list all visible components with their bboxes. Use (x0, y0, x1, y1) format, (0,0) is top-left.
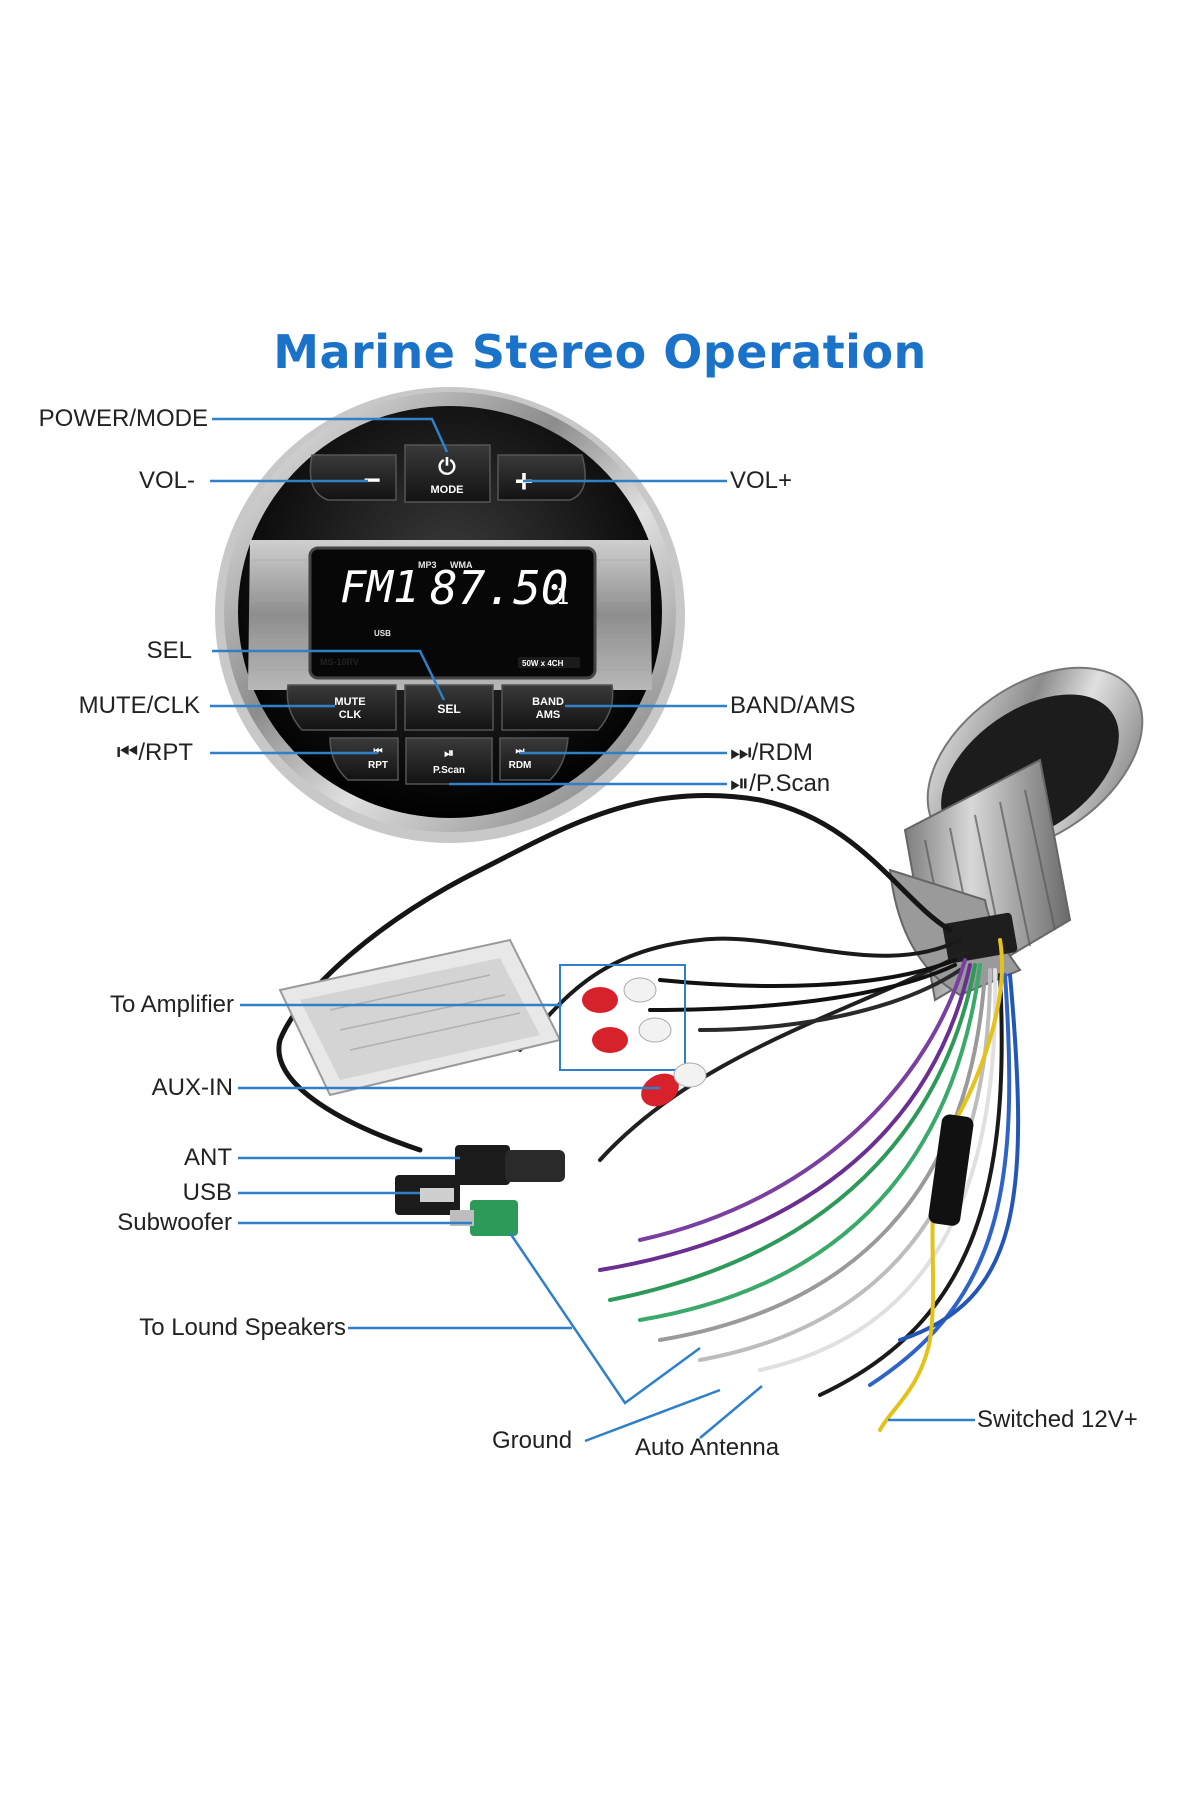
label-play-pscan: ⏯/P.Scan (730, 770, 831, 797)
lcd-preset: 1 (556, 585, 569, 610)
sel-text: SEL (437, 702, 460, 716)
mute-clk-button[interactable]: MUTE CLK (286, 684, 397, 731)
vol-plus-button[interactable]: + (497, 454, 586, 501)
instruction-booklet (278, 938, 562, 1097)
stereo-head-unit: MP3 WMA FM1 87.50 1 USB MS-10RV 50W x 4C… (215, 387, 685, 843)
next-track-icon: ⏭ (516, 746, 525, 757)
power-icon: ⏻ (438, 454, 456, 479)
play-pscan-button[interactable]: ⏯ P.Scan (405, 737, 493, 785)
lcd-band: FM1 (340, 562, 419, 613)
prev-rpt-button[interactable]: ⏮ RPT (329, 737, 399, 781)
vol-minus-button[interactable]: − (309, 454, 397, 501)
antenna-plug (455, 1145, 510, 1185)
label-to-speakers: To Lound Speakers (139, 1314, 346, 1341)
label-sel: SEL (146, 637, 192, 664)
label-auto-antenna: Auto Antenna (635, 1434, 780, 1461)
label-subwoofer: Subwoofer (117, 1209, 232, 1236)
callout-ground (584, 1388, 721, 1443)
diagram-title: Marine Stereo Operation (273, 325, 927, 379)
callout-speakers-bracket (508, 1232, 701, 1405)
callout-auto-antenna (699, 1385, 763, 1439)
play-pause-icon: ⏯ (444, 746, 454, 760)
mute-text: MUTE (334, 696, 365, 708)
label-mute-clk: MUTE/CLK (78, 692, 200, 719)
wire-harness (276, 792, 1021, 1432)
label-to-amplifier: To Amplifier (109, 991, 234, 1018)
lcd-tag-usb: USB (374, 629, 391, 638)
label-power-mode: POWER/MODE (38, 405, 208, 432)
model-label: MS-10RV (320, 657, 359, 667)
label-ground: Ground (492, 1427, 573, 1454)
label-vol-plus: VOL+ (730, 467, 793, 494)
ams-text: AMS (536, 709, 560, 721)
lcd-frequency: 87.50 (430, 561, 568, 615)
rear-housing (888, 666, 1144, 1002)
rdm-text: RDM (509, 760, 532, 771)
mode-text: MODE (431, 484, 464, 496)
label-band-ams: BAND/AMS (730, 692, 856, 719)
power-badge (518, 657, 580, 668)
lcd-tag-mp3: MP3 (418, 560, 437, 570)
pscan-text: P.Scan (433, 765, 465, 776)
minus-icon: − (363, 464, 381, 497)
subwoofer-plug (470, 1200, 518, 1236)
label-prev-rpt: ⏮/RPT (116, 739, 193, 766)
label-switched-12v: Switched 12V+ (977, 1406, 1138, 1433)
next-rdm-button[interactable]: ⏭ RDM (499, 737, 569, 781)
callout-power-mode (212, 417, 449, 453)
power-mode-button[interactable]: ⏻ MODE (404, 444, 491, 503)
label-ant: ANT (184, 1144, 232, 1171)
lcd-tag-wma: WMA (450, 560, 473, 570)
label-usb: USB (182, 1179, 232, 1206)
prev-track-icon: ⏮ (374, 746, 383, 757)
label-aux-in: AUX-IN (151, 1074, 233, 1101)
rca-connectors (559, 964, 707, 1107)
callout-sel (212, 649, 446, 701)
rpt-text: RPT (368, 760, 388, 771)
label-next-rdm: ⏭/RDM (730, 739, 813, 766)
clk-text: CLK (339, 709, 362, 721)
plug-connectors (395, 1145, 565, 1236)
inline-fuse-holder (928, 1114, 974, 1226)
band-text: BAND (532, 696, 564, 708)
band-ams-button[interactable]: BAND AMS (501, 684, 614, 731)
sel-button[interactable]: SEL (404, 684, 494, 731)
power-badge-text: 50W x 4CH (522, 659, 564, 668)
label-vol-minus: VOL- (138, 467, 195, 494)
callout-lines (210, 417, 975, 1443)
lcd-display (308, 546, 597, 680)
